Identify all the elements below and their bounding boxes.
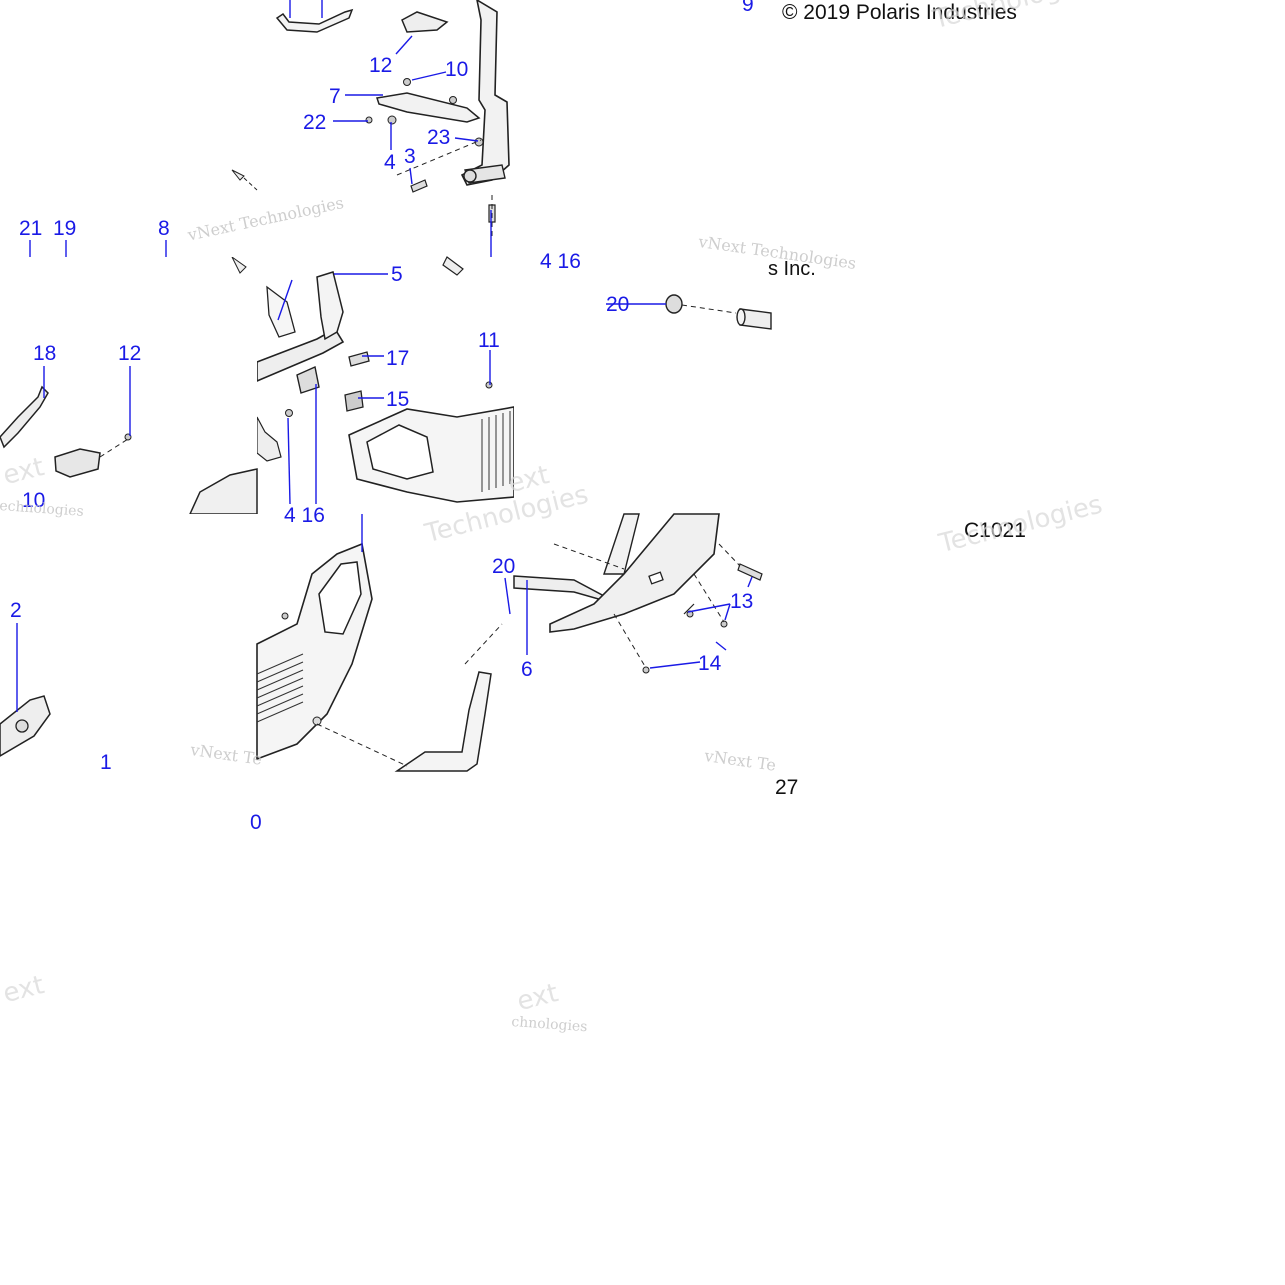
callout-19: 19: [53, 217, 77, 240]
callout-4: 4: [384, 151, 396, 174]
front-frame-drawing: [256, 256, 515, 503]
tube-cap-drawing: [665, 294, 772, 330]
diagram-tile-left: [0, 256, 258, 515]
diagram-tile-top: [257, 0, 514, 257]
callout-20b: 20: [492, 555, 516, 578]
callout-10: 10: [445, 58, 469, 81]
callout-12: 12: [369, 54, 393, 77]
callout-2: 2: [10, 599, 22, 622]
callout-8: 8: [158, 217, 170, 240]
diagram-tile-bottom-left: [0, 514, 257, 771]
callout-4-16b: 4 16: [284, 505, 325, 526]
diagram-tile-top-left: [0, 0, 258, 257]
callout-1: 1: [100, 751, 112, 774]
callout-15: 15: [386, 388, 410, 411]
callout-21: 21: [19, 217, 43, 240]
callout-11: 11: [478, 329, 500, 352]
diagram-tile-center: [256, 256, 515, 514]
callout-4-16: 4 16: [540, 250, 581, 273]
callout-14: 14: [698, 652, 722, 675]
callout-20: 20: [606, 293, 630, 316]
callout-12b: 12: [118, 342, 142, 365]
callout-18: 18: [33, 342, 57, 365]
callout-17: 17: [386, 347, 410, 370]
callout-22: 22: [303, 111, 327, 134]
callout-3: 3: [404, 145, 416, 168]
corner-drawing: [231, 169, 258, 191]
mount-drawing: [0, 695, 51, 757]
callout-23: 23: [427, 126, 451, 149]
callout-5: 5: [391, 263, 403, 286]
drawing-code: C1021: [964, 519, 1026, 542]
grille-bumper-drawing: [256, 542, 503, 772]
copyright-text: © 2019 Polaris Industries: [782, 1, 1017, 24]
side-bracket-drawing: [0, 256, 258, 515]
diagram-tile-bottom-right: [513, 513, 771, 771]
callout-6: 6: [521, 658, 533, 681]
callout-13: 13: [730, 590, 754, 613]
watermark: ext: [514, 978, 562, 1018]
skid-plate-drawing: [513, 513, 763, 674]
copyright-fragment: s Inc.: [768, 258, 816, 280]
callout-9: 9: [742, 0, 754, 16]
upper-bracket-drawing: [275, 0, 510, 240]
diagram-tile-mid-right: [514, 257, 772, 514]
watermark: Technologies: [936, 489, 1106, 560]
diagram-tile-bottom-center: [256, 514, 514, 772]
callout-7: 7: [329, 85, 341, 108]
callout-0: 0: [250, 811, 262, 834]
page-number: 27: [775, 776, 799, 799]
watermark: chnologies: [510, 1014, 588, 1036]
callout-10b: 10: [22, 489, 46, 512]
watermark: ext: [0, 970, 48, 1010]
